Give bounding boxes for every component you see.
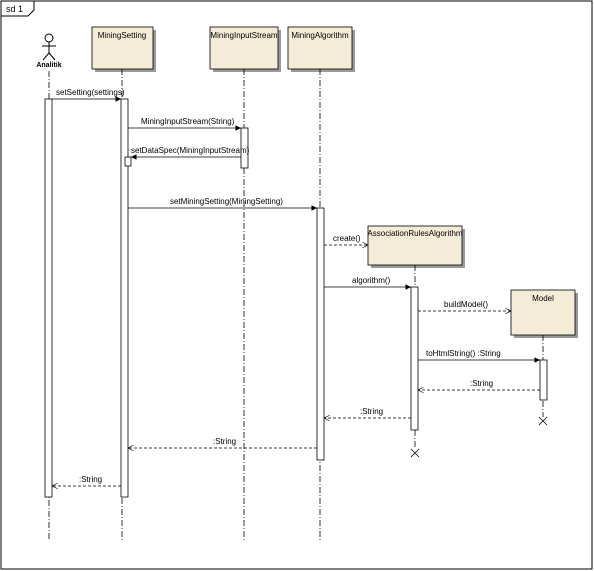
message-return-association[interactable]: :String <box>324 407 411 418</box>
activation-mining-input-stream <box>240 127 249 169</box>
lifeline-label: AssociationRulesAlgorithm <box>367 229 462 238</box>
actor-right-leg-icon <box>48 52 56 61</box>
message-set-mining-setting[interactable]: setMiningSetting(MiningSetting) <box>128 197 317 211</box>
message-algorithm[interactable]: algorithm() <box>324 276 411 290</box>
actor-analitik[interactable]: Analitik <box>36 33 62 69</box>
lifeline-label: Model <box>532 294 554 303</box>
activation-mining-setting <box>120 98 129 498</box>
message-label: :String <box>360 407 383 416</box>
actor-head-icon <box>44 33 54 43</box>
lifeline-header-mining-input-stream[interactable]: MiningInputStream <box>209 26 281 72</box>
header-box <box>367 225 463 266</box>
message-label: MiningInputStream(String) <box>141 117 235 126</box>
message-label: buildModel() <box>444 300 488 309</box>
lifeline-header-model[interactable]: Model <box>510 289 578 338</box>
message-label: :String <box>79 475 102 484</box>
activation-model <box>539 359 548 401</box>
message-label: setSetting(settings) <box>56 88 125 97</box>
message-label: toHtmlString() :String <box>426 349 501 358</box>
lifeline-label: MiningAlgorithm <box>291 31 349 40</box>
message-label: :String <box>470 379 493 388</box>
activation-association-rules-algorithm <box>410 286 419 431</box>
message-label: algorithm() <box>352 276 391 285</box>
message-return-mining-setting[interactable]: :String <box>52 475 121 486</box>
destroy-association-rules-algorithm-icon <box>410 448 420 458</box>
message-to-html-string[interactable]: toHtmlString() :String <box>418 349 540 363</box>
frame-tag: sd 1 <box>6 4 23 14</box>
message-build-model[interactable]: buildModel() <box>418 300 511 311</box>
message-set-setting[interactable]: setSetting(settings) <box>52 88 125 102</box>
lifeline-label: MiningSetting <box>98 31 146 40</box>
message-return-mining-algorithm[interactable]: :String <box>128 437 317 448</box>
activation-actor <box>44 98 53 498</box>
activation-mining-setting-nested <box>124 156 132 167</box>
activation-mining-algorithm <box>316 207 325 461</box>
message-return-model[interactable]: :String <box>418 379 540 390</box>
message-label: create() <box>333 234 361 243</box>
lifeline-header-mining-algorithm[interactable]: MiningAlgorithm <box>287 26 355 72</box>
message-set-data-spec[interactable]: setDataSpec(MiningInputStream) <box>131 146 250 160</box>
lifeline-header-association-rules-algorithm[interactable]: AssociationRulesAlgorithm <box>367 225 465 268</box>
actor-name: Analitik <box>36 62 61 69</box>
destroy-model-icon <box>538 416 548 426</box>
message-label: setDataSpec(MiningInputStream) <box>131 146 250 155</box>
message-create[interactable]: create() <box>324 234 368 245</box>
header-box <box>287 26 353 70</box>
lifeline-label: MiningInputStream <box>210 31 277 40</box>
message-label: setMiningSetting(MiningSetting) <box>170 197 283 206</box>
message-label: :String <box>213 437 236 446</box>
header-box <box>91 26 154 70</box>
actor-left-leg-icon <box>42 52 50 61</box>
frame-tag-box <box>0 0 35 17</box>
message-mining-input-stream[interactable]: MiningInputStream(String) <box>128 117 241 131</box>
header-box <box>510 289 576 336</box>
lifeline-header-mining-setting[interactable]: MiningSetting <box>91 26 156 72</box>
